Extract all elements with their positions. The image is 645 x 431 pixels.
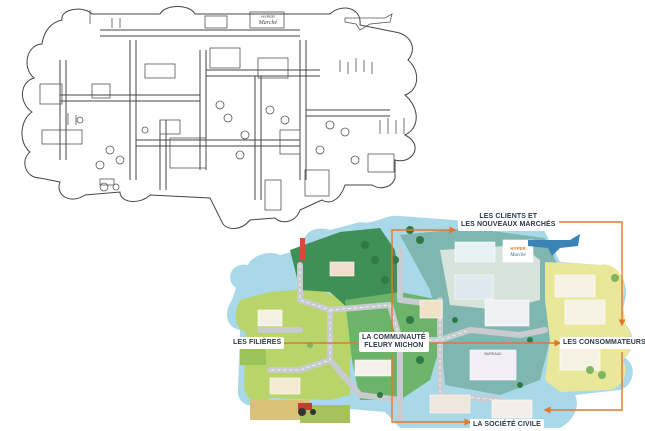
bureau-sign: BUREAUX: [485, 352, 503, 356]
label-clients-marches: LES CLIENTS ET LES NOUVEAUX MARCHÉS: [458, 211, 559, 231]
flow-arrows: [266, 221, 626, 426]
marche-sign: Marché: [509, 253, 526, 258]
trees: [361, 226, 533, 398]
label-communaute-line1: LA COMMUNAUTÉ: [362, 334, 426, 341]
label-consommateurs: LES CONSOMMATEURS: [560, 337, 645, 349]
sketch-outline: [21, 6, 418, 229]
label-societe-civile: LA SOCIÉTÉ CIVILE: [470, 419, 544, 431]
plane: [528, 234, 580, 256]
sketch-details: [39, 10, 405, 211]
hyper-sign: HYPER: [510, 246, 526, 251]
colored-map: [226, 215, 633, 428]
lighthouse: [300, 238, 305, 260]
arrow-clients-right: [545, 221, 626, 327]
label-communaute-line2: FLEURY MICHON: [364, 342, 424, 349]
label-filieres: LES FILIÈRES: [230, 337, 285, 349]
label-communaute: LA COMMUNAUTÉ FLEURY MICHON: [359, 332, 429, 352]
buildings: [257, 239, 606, 419]
sketch-marche-sign: Marché: [258, 20, 278, 26]
tractor: [298, 403, 316, 416]
sketch-drawing: [21, 6, 418, 229]
arrow-communaute-up: [391, 226, 457, 332]
arrow-communaute-down: [391, 355, 472, 426]
arrow-consommateurs-down: [543, 352, 623, 414]
label-clients-line1: LES CLIENTS ET: [479, 213, 538, 220]
sketch-hyper-sign: HYPER: [261, 14, 275, 19]
label-clients-line2: LES NOUVEAUX MARCHÉS: [461, 221, 556, 228]
